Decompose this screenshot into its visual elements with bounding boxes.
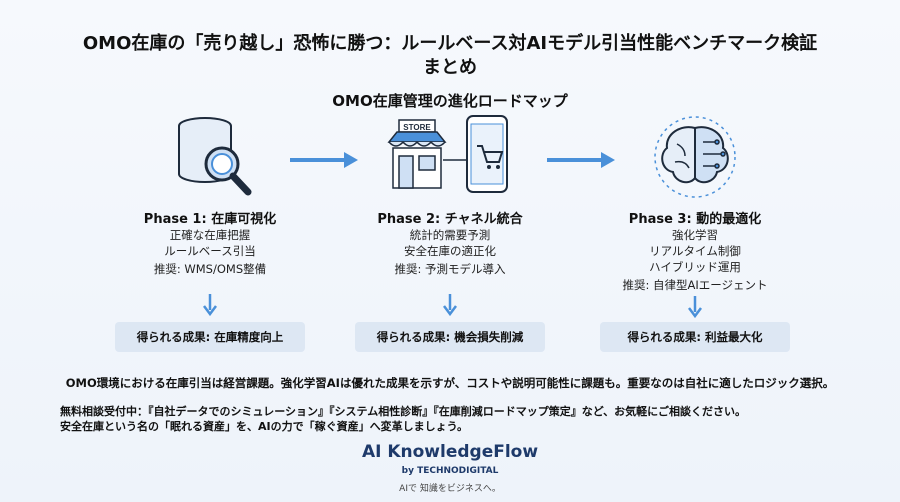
arrow-right-icon [547, 152, 615, 168]
arrow-right-icon [290, 152, 358, 168]
phase-2-result: 得られる成果: 機会損失削減 [355, 322, 545, 352]
phase-3-result: 得られる成果: 利益最大化 [600, 322, 790, 352]
brand-tagline: AIで 知識をビジネスへ。 [399, 484, 501, 494]
consultation-cta: 無料相談受付中：『自社データでのシミュレーション』『システム相性診断』『在庫削減… [60, 404, 860, 434]
phase-2-title: Phase 2: チャネル統合 [377, 212, 523, 227]
phase-3-line-1: 強化学習 [672, 228, 718, 242]
phase-3: Phase 3: 動的最適化 強化学習 リアルタイム制御 ハイブリッド運用 推奨… [575, 112, 815, 293]
phase-3-title: Phase 3: 動的最適化 [628, 212, 762, 227]
arrow-down-icon [443, 294, 457, 317]
phase-3-line-3: ハイブリッド運用 [649, 260, 741, 274]
phase-1-line-1: 正確な在庫把握 [169, 228, 251, 242]
phase-3-recommendation: 推奨: 自律型AIエージェント [622, 278, 768, 292]
phase-2: STORE Phase 2: チャネル統合 統計的需要予測 安全在庫の適正化 推… [330, 112, 570, 277]
roadmap-subtitle: OMO在庫管理の進化ロードマップ [332, 92, 568, 110]
summary-text: OMO環境における在庫引当は経営課題。強化学習AIは優れた成果を示すが、コストや… [65, 376, 835, 390]
cta-line-1: 無料相談受付中：『自社データでのシミュレーション』『システム相性診断』『在庫削減… [60, 405, 746, 418]
title-line-2: まとめ [423, 57, 477, 78]
phase-2-line-1: 統計的需要予測 [409, 228, 491, 242]
store-mobile-icon: STORE [387, 115, 508, 193]
phase-2-recommendation: 推奨: 予測モデル導入 [394, 262, 506, 276]
brand-logo: AI KnowledgeFlow [361, 442, 539, 462]
store-sign-text: STORE [403, 123, 431, 132]
phase-2-line-2: 安全在庫の適正化 [404, 244, 496, 258]
ai-brain-icon [654, 116, 736, 198]
phase-1-recommendation: 推奨: WMS/OMS整備 [153, 262, 267, 276]
arrow-down-icon [203, 294, 217, 317]
arrow-down-icon [688, 296, 702, 319]
phase-3-line-2: リアルタイム制御 [649, 244, 741, 258]
phase-1-line-2: ルールベース引当 [164, 244, 256, 258]
title-line-1: OMO在庫の「売り越し」恐怖に勝つ：ルールベース対AIモデル引当性能ベンチマーク… [82, 33, 818, 54]
database-search-icon [178, 117, 252, 196]
phase-1-title: Phase 1: 在庫可視化 [143, 212, 277, 227]
phase-1: Phase 1: 在庫可視化 正確な在庫把握 ルールベース引当 推奨: WMS/… [90, 112, 330, 277]
brand-byline: by TECHNODIGITAL [401, 466, 499, 476]
phase-1-result: 得られる成果: 在庫精度向上 [115, 322, 305, 352]
cta-line-2: 安全在庫という名の「眠れる資産」を、AIの力で「稼ぐ資産」へ変革しましょう。 [60, 420, 468, 433]
page-title: OMO在庫の「売り越し」恐怖に勝つ：ルールベース対AIモデル引当性能ベンチマーク… [20, 32, 880, 80]
